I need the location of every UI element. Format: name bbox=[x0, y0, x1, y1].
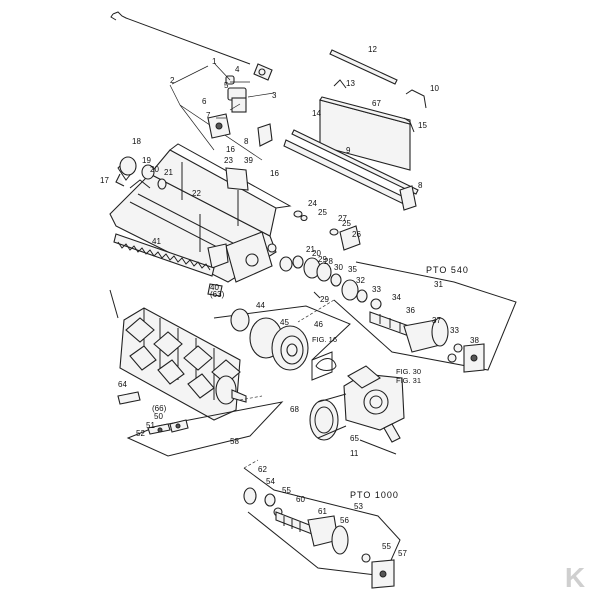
lever-bracket bbox=[207, 63, 275, 147]
callout-22: 22 bbox=[192, 189, 201, 198]
callout-67: 67 bbox=[372, 99, 381, 108]
cover-plate bbox=[319, 79, 427, 171]
callout-29-lower: 29 bbox=[320, 295, 329, 304]
brand-logo: K bbox=[565, 562, 585, 592]
callout-9: 9 bbox=[346, 146, 351, 155]
callout-8-lower: 8 bbox=[418, 181, 423, 190]
callout-labels: 1 2 3 4 5 6 7 8 8 9 10 11 12 13 14 15 16… bbox=[100, 45, 479, 558]
upper-rod bbox=[329, 49, 398, 85]
callout-33-right: 33 bbox=[450, 326, 459, 335]
callout-16-right: 16 bbox=[270, 169, 279, 178]
section-titles: PTO 540 PTO 1000 bbox=[350, 265, 469, 500]
pto1000-shaft bbox=[243, 487, 395, 589]
callout-60: 60 bbox=[296, 495, 305, 504]
pto1000-box bbox=[243, 459, 401, 577]
callout-61: 61 bbox=[318, 507, 327, 516]
callout-7: 7 bbox=[206, 111, 211, 120]
callout-3: 3 bbox=[272, 91, 277, 100]
gearbox bbox=[309, 365, 405, 455]
callout-20-right: 20 bbox=[312, 249, 321, 258]
callout-4: 4 bbox=[235, 65, 240, 74]
callout-15: 15 bbox=[418, 121, 427, 130]
callout-31: 31 bbox=[434, 280, 443, 289]
callout-6: 6 bbox=[202, 97, 207, 106]
blade-bar bbox=[113, 233, 215, 277]
callout-41: 41 bbox=[152, 237, 161, 246]
callout-1: 1 bbox=[212, 57, 217, 66]
pto-540-title: PTO 540 bbox=[426, 265, 469, 275]
callout-37: 37 bbox=[432, 316, 441, 325]
callout-28: 28 bbox=[324, 257, 333, 266]
callout-18: 18 bbox=[132, 137, 141, 146]
callout-51: 51 bbox=[146, 421, 155, 430]
callout-29-upper: 29 bbox=[318, 255, 327, 264]
rotor-drum bbox=[109, 289, 263, 421]
callout-21-right: 21 bbox=[306, 245, 315, 254]
callout-26: 26 bbox=[352, 230, 361, 239]
callout-53: 53 bbox=[354, 502, 363, 511]
pto540-box bbox=[297, 261, 517, 371]
callout-25-upper: 25 bbox=[318, 208, 327, 217]
callout-46: 46 bbox=[314, 320, 323, 329]
callout-10: 10 bbox=[430, 84, 439, 93]
callout-62: 62 bbox=[258, 465, 267, 474]
callout-58: 58 bbox=[230, 437, 239, 446]
pto-1000-title: PTO 1000 bbox=[350, 490, 399, 500]
fig-16-ref: FIG. 16 bbox=[312, 335, 337, 344]
callout-14: 14 bbox=[312, 109, 321, 118]
figure-references: FIG. 16 FIG. 30 FIG. 31 bbox=[312, 335, 421, 385]
left-bearing-group bbox=[115, 156, 167, 190]
callout-55-upper: 55 bbox=[282, 486, 291, 495]
callout-39: 39 bbox=[244, 156, 253, 165]
frame-fasteners bbox=[207, 210, 361, 297]
fig-30-ref: FIG. 30 bbox=[396, 367, 421, 376]
callout-34: 34 bbox=[392, 293, 401, 302]
main-frame bbox=[109, 143, 292, 283]
callout-20-left: 20 bbox=[150, 165, 159, 174]
callout-40: 40 bbox=[210, 283, 219, 292]
callout-16-upper: 16 bbox=[226, 145, 235, 154]
callout-64: 64 bbox=[118, 380, 127, 389]
logo-glyph: K bbox=[565, 562, 585, 592]
fig-31-ref: FIG. 31 bbox=[396, 376, 421, 385]
callout-50: 50 bbox=[154, 412, 163, 421]
callout-17: 17 bbox=[100, 176, 109, 185]
callout-30: 30 bbox=[334, 263, 343, 272]
callout-65: 65 bbox=[350, 434, 359, 443]
callout-57: 57 bbox=[398, 549, 407, 558]
callout-55-lower: 55 bbox=[382, 542, 391, 551]
callout-8-upper: 8 bbox=[244, 137, 249, 146]
callout-13: 13 bbox=[346, 79, 355, 88]
callout-19: 19 bbox=[142, 156, 151, 165]
callout-27: 27 bbox=[338, 214, 347, 223]
callout-33-left: 33 bbox=[372, 285, 381, 294]
callout-54: 54 bbox=[266, 477, 275, 486]
callout-32: 32 bbox=[356, 276, 365, 285]
callout-35: 35 bbox=[348, 265, 357, 274]
callout-25-lower: 25 bbox=[342, 219, 351, 228]
callout-68: 68 bbox=[290, 405, 299, 414]
shaft-bearing-set bbox=[279, 255, 342, 299]
callout-38: 38 bbox=[470, 336, 479, 345]
callout-2: 2 bbox=[170, 76, 175, 85]
callout-11: 11 bbox=[350, 449, 359, 458]
callout-44: 44 bbox=[256, 301, 265, 310]
callout-23: 23 bbox=[224, 156, 233, 165]
callout-45: 45 bbox=[280, 318, 289, 327]
callout-5: 5 bbox=[224, 81, 229, 90]
pto540-shaft bbox=[341, 279, 485, 373]
callout-66: (66) bbox=[152, 404, 167, 413]
callout-12: 12 bbox=[368, 45, 377, 54]
callout-36: 36 bbox=[406, 306, 415, 315]
long-shaft bbox=[283, 129, 419, 211]
callout-21-left: 21 bbox=[164, 168, 173, 177]
pulley-assembly bbox=[213, 305, 351, 381]
callout-63: (63) bbox=[210, 290, 225, 299]
callout-52: 52 bbox=[136, 429, 145, 438]
blade-set-box bbox=[126, 401, 284, 457]
callout-56: 56 bbox=[340, 516, 349, 525]
callout-24: 24 bbox=[308, 199, 317, 208]
